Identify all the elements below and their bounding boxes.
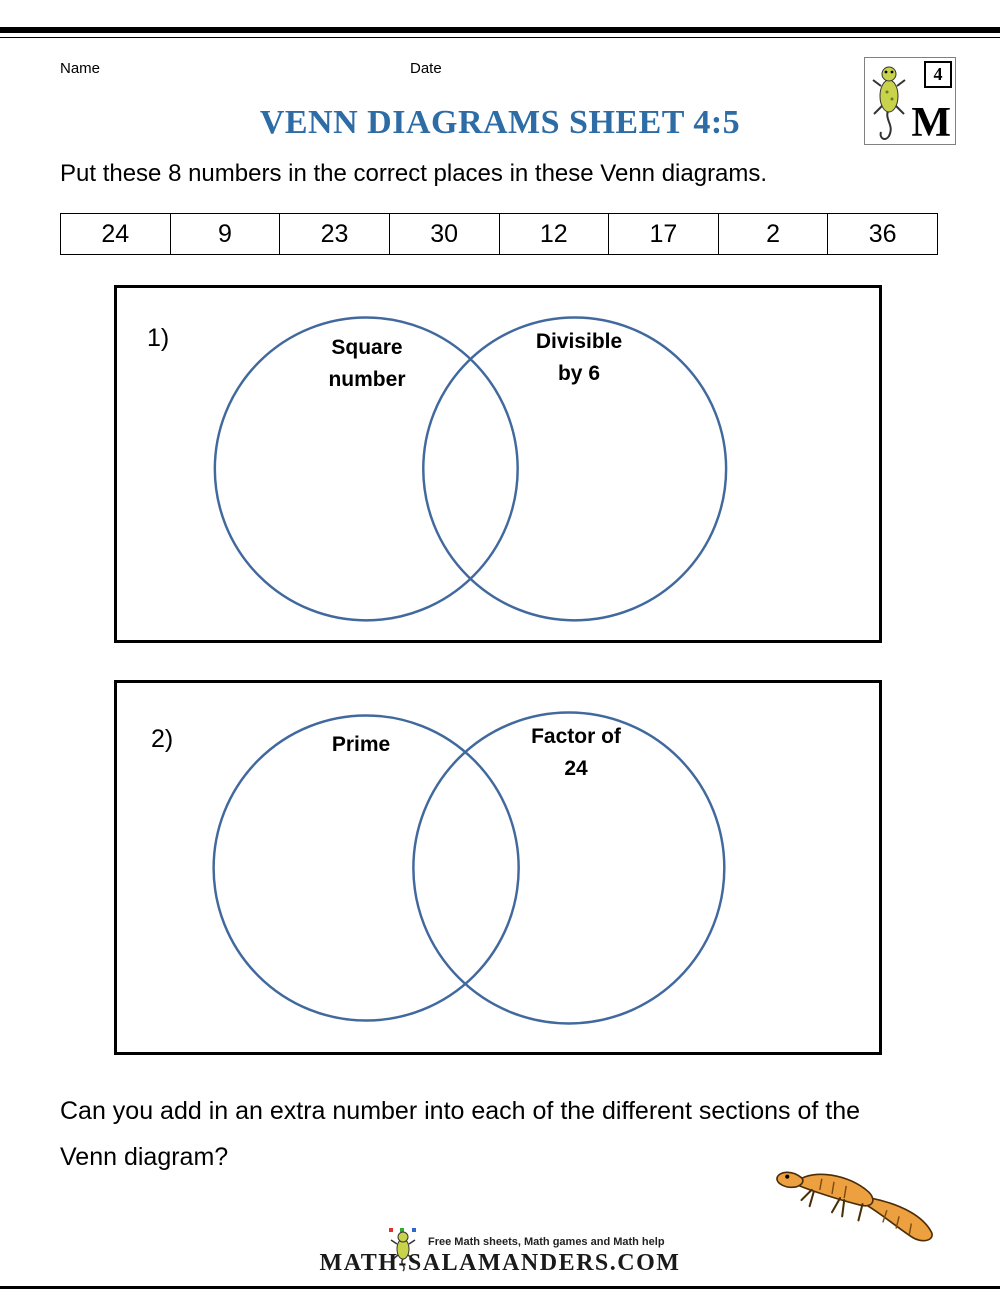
number-cell: 2 <box>717 213 828 255</box>
venn-diagram-1-box: 1) Square number Divisible by 6 <box>114 285 882 643</box>
top-border-thin <box>0 37 1000 38</box>
number-cell: 30 <box>388 213 499 255</box>
name-label: Name <box>60 60 101 77</box>
footer-site-name: MATH-SALAMANDERS.COM <box>319 1250 681 1276</box>
venn-diagram-2-box: 2) Prime Factor of 24 <box>114 680 882 1055</box>
venn2-left-circle-label: Prime <box>331 733 391 756</box>
gecko-icon <box>872 66 906 140</box>
venn1-right-circle <box>422 316 728 622</box>
number-cell: 12 <box>498 213 609 255</box>
venn1-left-circle-label: Square number <box>328 336 406 391</box>
venn2-right-circle-label: Factor of 24 <box>531 725 621 780</box>
number-cell: 23 <box>279 213 389 255</box>
venn2-left-circle <box>212 714 520 1022</box>
venn1-right-circle-label: Divisible by 6 <box>535 330 623 385</box>
venn-diagram-2 <box>212 711 726 1025</box>
number-cell: 9 <box>169 213 280 255</box>
page-title: VENN DIAGRAMS SHEET 4:5 <box>259 104 741 141</box>
venn1-left-circle <box>213 316 519 622</box>
date-label: Date <box>410 60 442 77</box>
footer-tagline: Free Math sheets, Math games and Math he… <box>428 1236 665 1248</box>
top-border-thick <box>0 27 1000 33</box>
venn2-right-circle <box>412 711 726 1025</box>
salamander-illustration <box>773 1145 951 1252</box>
number-cell: 36 <box>827 213 938 255</box>
instruction-text: Put these 8 numbers in the correct place… <box>60 160 768 187</box>
number-cell: 24 <box>60 213 170 255</box>
bottom-border <box>0 1286 1000 1289</box>
question-number-2: 2) <box>151 725 174 753</box>
venn-diagram-1 <box>213 316 728 622</box>
question-number-1: 1) <box>147 324 170 352</box>
logo-m-letter: M <box>911 100 951 146</box>
site-logo-box: 4 M <box>864 57 956 145</box>
salamander-icon <box>776 1171 933 1242</box>
grade-badge: 4 <box>924 61 952 88</box>
numbers-table: 24 9 23 30 12 17 2 36 <box>60 213 938 255</box>
number-cell: 17 <box>608 213 718 255</box>
footer-gecko-icon <box>388 1228 418 1277</box>
extra-question-text: Can you add in an extra number into each… <box>60 1097 861 1172</box>
